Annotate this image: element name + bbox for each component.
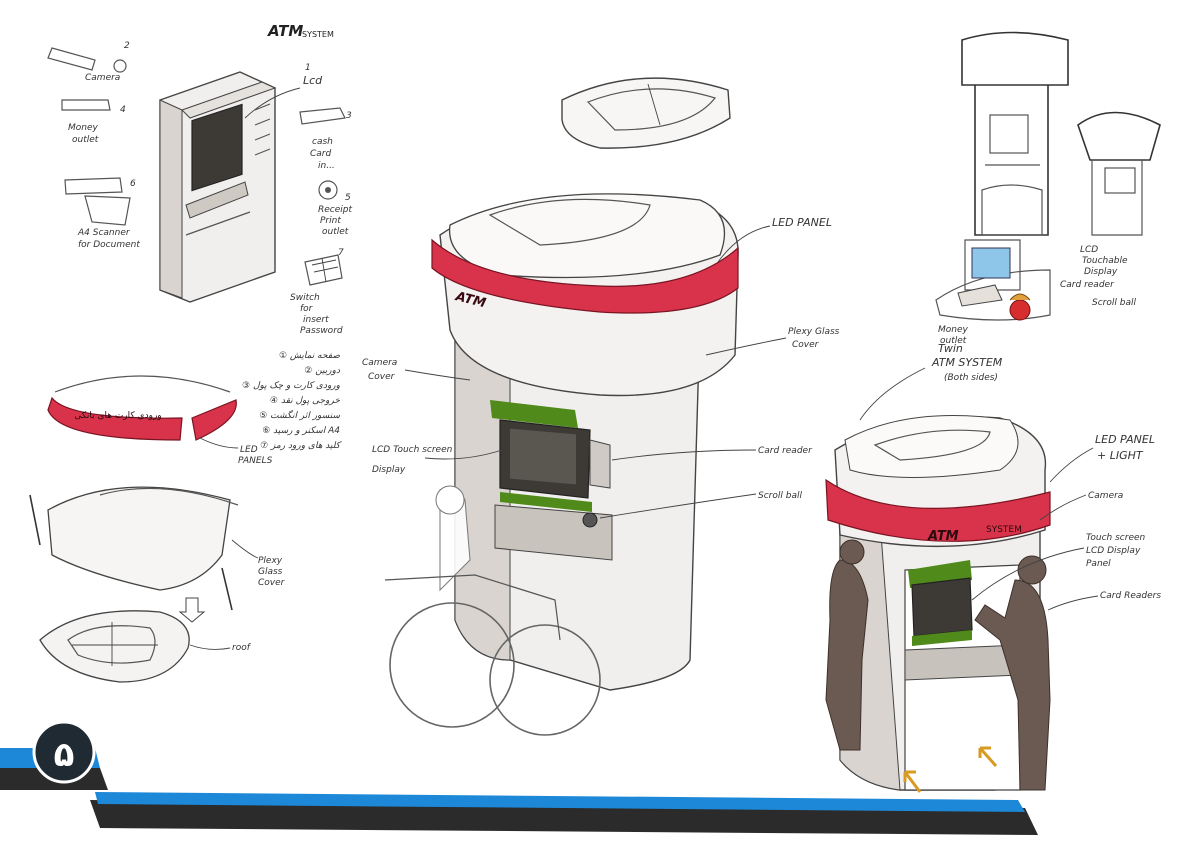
led-panels-label-1: LED	[240, 445, 258, 455]
twin-label-1: Twin	[938, 342, 963, 355]
rt-lcd-1: LCD	[1080, 245, 1098, 255]
callout-outlet: outlet	[72, 135, 99, 145]
persian-legend: ① صفحه نمایش ② دوربین ③ ورودی کارت و چک …	[242, 351, 342, 451]
page-number-badge	[32, 720, 96, 784]
twin-booth-system: SYSTEM	[986, 525, 1022, 535]
label-card-reader: Card reader	[758, 446, 813, 456]
label-camera-cover-1: Camera	[362, 358, 397, 368]
title-main: ATM	[267, 22, 303, 40]
exploded-led-ring: ورودی کارت های بانکی LED PANELS	[47, 375, 273, 466]
plexy-label-2: Glass	[258, 567, 283, 577]
led-panels-label-2: PANELS	[238, 456, 273, 466]
callout-lcd: Lcd	[303, 74, 323, 87]
legend-1: ① صفحه نمایش	[279, 351, 340, 361]
wall-atm-callouts: 2 Camera 1 Lcd 4 Money outlet 3 cash Car…	[47, 41, 352, 336]
rb-camera: Camera	[1088, 491, 1123, 501]
twin-label-2: ATM SYSTEM	[931, 356, 1003, 369]
label-scroll-ball: Scroll ball	[758, 491, 802, 501]
callout-cash-3: in...	[318, 161, 335, 171]
callout-receipt-3: outlet	[322, 227, 349, 237]
twin-booth-callouts: LED PANEL + LIGHT Camera Touch screen LC…	[971, 433, 1161, 611]
callout-kb-4: Password	[300, 326, 343, 336]
callout-kb-1: Switch	[290, 293, 320, 303]
callout-kb-3: insert	[303, 315, 329, 325]
callout-cash-1: cash	[312, 137, 333, 147]
rb-touch-1: Touch screen	[1086, 533, 1146, 543]
main-atm-callouts: LED PANEL Plexy Glass Cover Camera Cover…	[362, 216, 840, 519]
rb-led-1: LED PANEL	[1095, 433, 1155, 446]
exploded-plexy-cover: Plexy Glass Cover	[29, 486, 286, 623]
callout-2-num: 2	[124, 41, 130, 51]
legend-5: ⑤ سنسور اثر انگشت	[259, 409, 340, 421]
rb-card: Card Readers	[1100, 591, 1161, 601]
main-atm-booth: ATM	[384, 77, 739, 736]
roof-label: roof	[232, 643, 252, 653]
twin-label: Twin ATM SYSTEM (Both sides)	[859, 342, 1003, 421]
label-lcd-2: Display	[372, 465, 406, 475]
twin-booth-atm: ATM	[927, 529, 959, 544]
legend-2: ② دوربین	[304, 366, 341, 376]
rt-card-reader: Card reader	[1060, 280, 1115, 290]
plexy-label-1: Plexy	[258, 556, 283, 566]
label-led-panel: LED PANEL	[772, 216, 832, 229]
page-number: ۵	[54, 735, 75, 775]
callout-receipt-2: Print	[320, 216, 341, 226]
twin-label-3: (Both sides)	[944, 373, 998, 383]
label-lcd-1: LCD Touch screen	[372, 445, 453, 455]
sheet-title: ATM SYSTEM	[267, 22, 334, 40]
plexy-label-3: Cover	[258, 578, 286, 588]
callout-a4-1: A4 Scanner	[77, 228, 131, 238]
wall-atm-sketch	[159, 71, 277, 303]
callout-6-num: 6	[130, 179, 136, 189]
title-sub: SYSTEM	[302, 30, 334, 39]
rb-touch-2: LCD Display	[1086, 546, 1141, 556]
booth-atm-text: ATM	[453, 289, 487, 311]
rt-lcd-3: Display	[1084, 267, 1118, 277]
callout-a4-2: for Document	[78, 240, 140, 250]
legend-4: ④ خروجی پول نقد	[270, 396, 341, 406]
rt-lcd-2: Touchable	[1082, 256, 1128, 266]
ring-text: ورودی کارت های بانکی	[74, 411, 161, 421]
callout-kb-2: for	[300, 304, 314, 314]
rt-money-2: outlet	[940, 336, 967, 346]
legend-3: ③ ورودی کارت و چک پول	[242, 381, 341, 391]
callout-5-num: 5	[345, 193, 351, 203]
callout-1-num: 1	[305, 63, 311, 73]
callout-cash-2: Card	[310, 149, 331, 159]
exploded-roof: roof	[39, 610, 252, 683]
callout-money: Money	[68, 123, 99, 133]
rt-money-1: Money	[938, 325, 969, 335]
callout-receipt-1: Receipt	[318, 205, 352, 215]
twin-atm-detail-sketch: LCD Touchable Display Card reader Scroll…	[935, 239, 1136, 346]
twin-atm-front-sketch	[961, 31, 1161, 236]
rt-scroll-ball: Scroll ball	[1092, 298, 1136, 308]
label-camera-cover-2: Cover	[368, 372, 396, 382]
legend-6: ⑥ اسکنر و رسید A4	[262, 426, 340, 436]
rb-led-2: + LIGHT	[1097, 449, 1144, 462]
callout-camera: Camera	[85, 73, 120, 83]
label-plexy-2: Cover	[792, 340, 820, 350]
callout-7-num: 7	[338, 248, 344, 258]
label-plexy-1: Plexy Glass	[788, 327, 840, 337]
rb-touch-3: Panel	[1086, 559, 1111, 569]
callout-3-num: 3	[346, 111, 352, 121]
callout-4-num: 4	[120, 105, 126, 115]
footer-stripes: ۵	[0, 720, 1038, 835]
twin-atm-booth: ATM SYSTEM	[825, 415, 1051, 793]
legend-7: ⑦ کلید های ورود رمز	[260, 441, 342, 451]
